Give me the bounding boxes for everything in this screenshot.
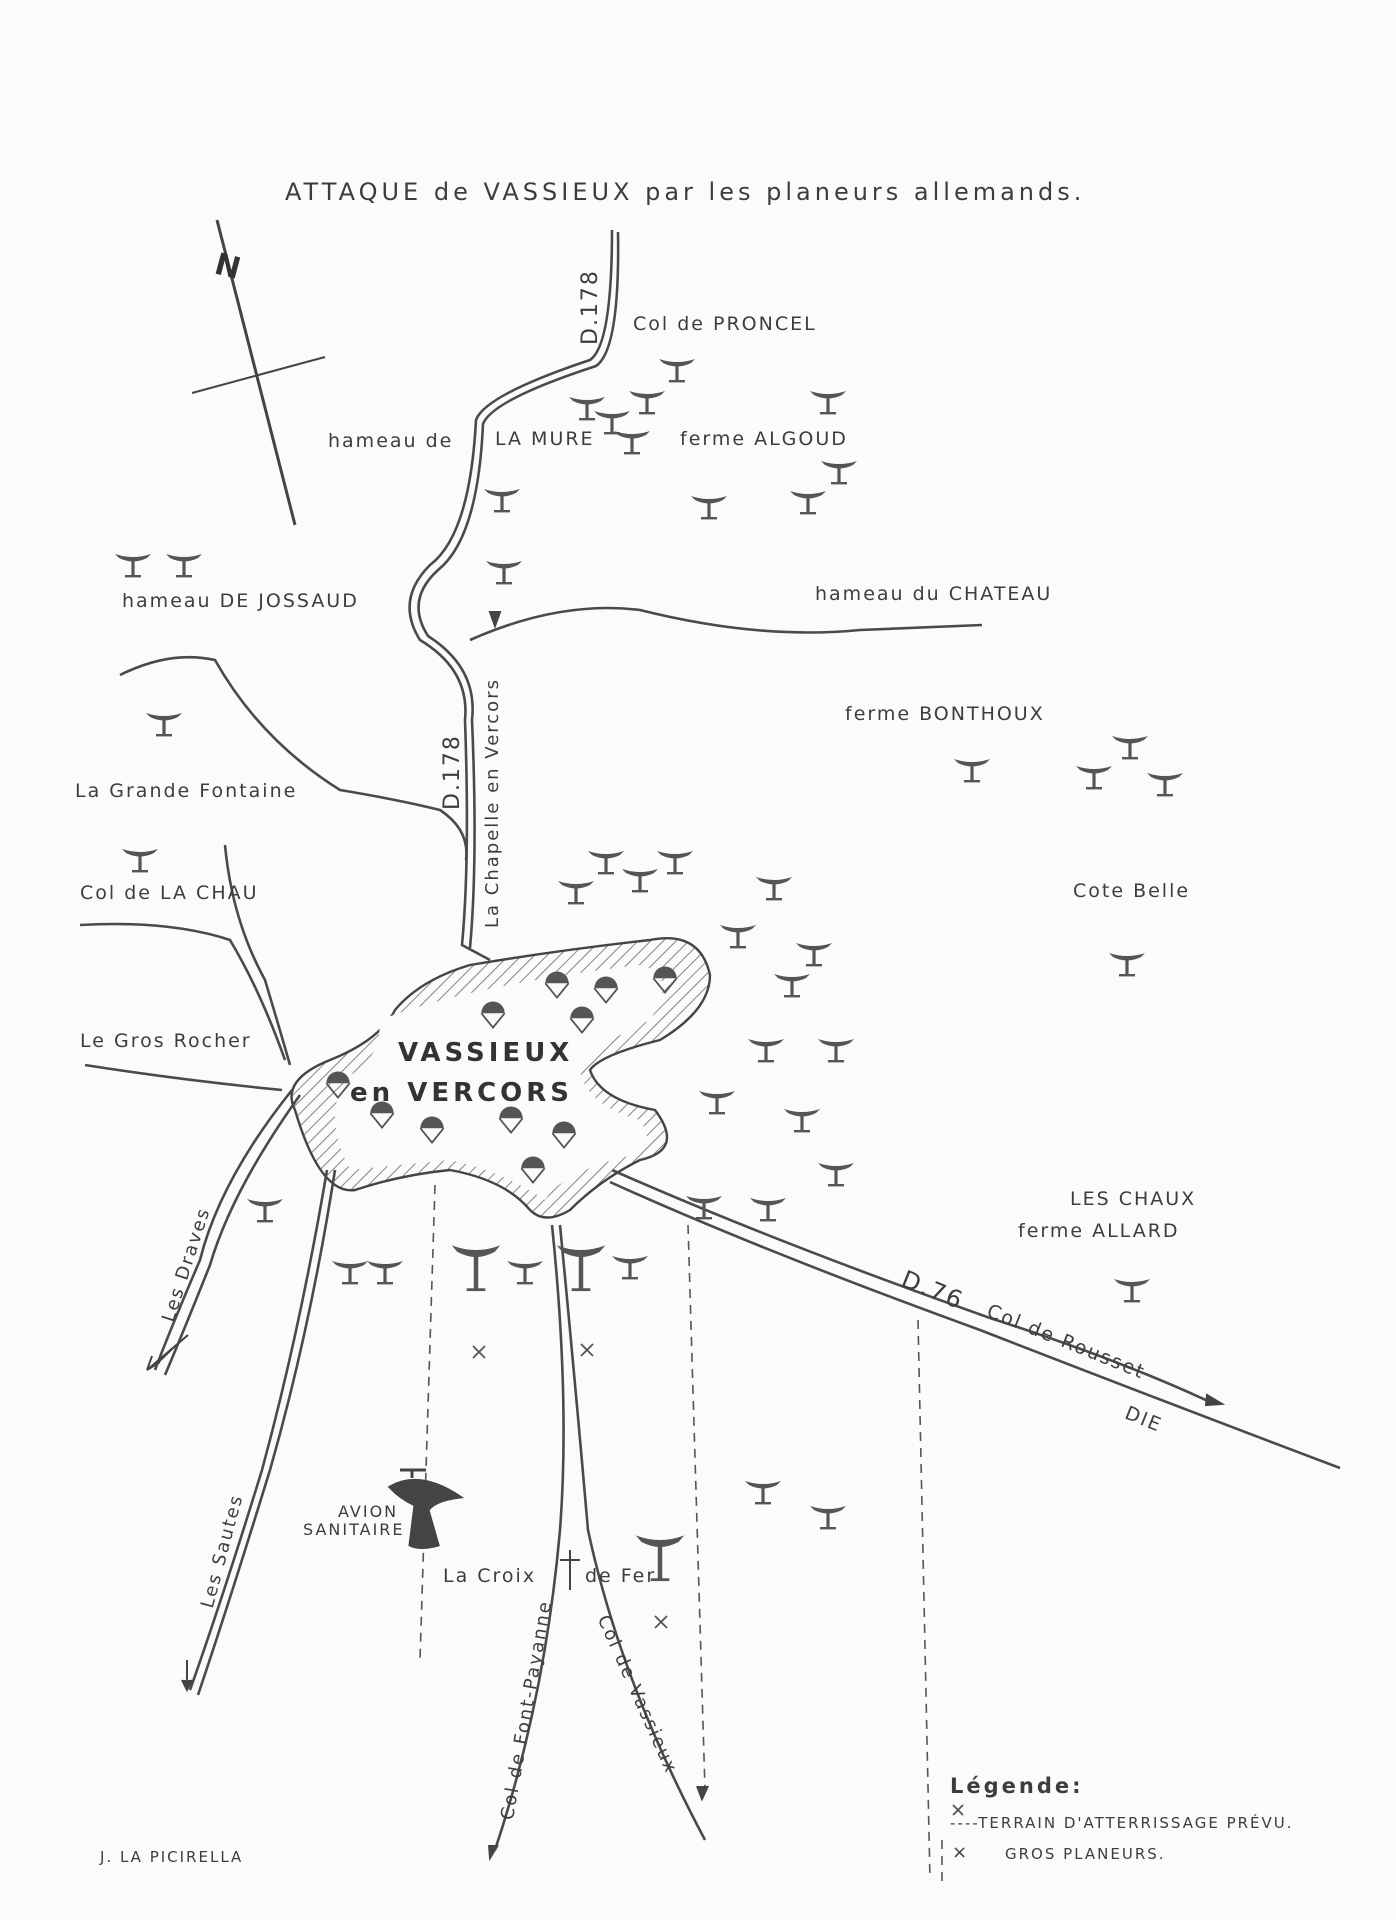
glider-icon: [748, 1039, 784, 1063]
label-chapelle: La Chapelle en Vercors: [482, 678, 503, 928]
glider-icon: [796, 943, 832, 967]
glider-icon: [122, 849, 158, 873]
label-avion: AVION: [338, 1502, 399, 1521]
glider-icon: [954, 759, 990, 783]
glider-icon: [720, 925, 756, 949]
glider-icon: [784, 1109, 820, 1133]
road-draves: [153, 1089, 294, 1371]
road-d178b: [417, 231, 620, 949]
glider-icon: [507, 1261, 543, 1285]
label-grande-fontaine: La Grande Fontaine: [75, 780, 298, 802]
glider-icon: [146, 713, 182, 737]
glider-icon: [818, 1039, 854, 1063]
glider-icon: [756, 877, 792, 901]
legend-gros: GROS PLANEURS.: [1005, 1845, 1166, 1863]
glider-icon: [1076, 766, 1112, 790]
glider-icon: [484, 489, 520, 513]
label-ferme-algoud: ferme ALGOUD: [680, 428, 848, 450]
north-arrow: [191, 219, 326, 526]
glider-icon: [166, 554, 202, 578]
legend-terrain: ----TERRAIN D'ATTERRISSAGE PRÉVU.: [950, 1814, 1294, 1832]
road-sautes: [196, 1169, 337, 1696]
avion-sanitaire-icon: [387, 1468, 465, 1549]
road-chau: [79, 922, 287, 1061]
label-jossaud: hameau DE JOSSAUD: [122, 590, 359, 612]
glider-icon: [1114, 1279, 1150, 1303]
glider-icon: [332, 1261, 368, 1285]
label-sanitaire: SANITAIRE: [303, 1520, 405, 1539]
label-ferme-bonthoux: ferme BONTHOUX: [845, 703, 1045, 725]
legend-x-mark: ×: [952, 1842, 970, 1863]
glider-icon: [115, 554, 151, 578]
label-hameau-de: hameau de: [328, 430, 454, 452]
label-en-vercors: en VERCORS: [350, 1078, 574, 1108]
road-chateau: [469, 606, 983, 642]
glider-icon: [657, 851, 693, 875]
road-rocher: [84, 1063, 283, 1092]
glider-icon: [622, 869, 658, 893]
glider-icon: [818, 1163, 854, 1187]
glider-icon: [745, 1481, 781, 1505]
road-d178: [408, 229, 614, 962]
glider-icon: [612, 1256, 648, 1280]
label-la-mure: LA MURE: [495, 428, 595, 450]
glider-icon: [1147, 773, 1183, 797]
glider-icon: [614, 431, 650, 455]
road-d76: [609, 1180, 1341, 1470]
glider-icon: [810, 391, 846, 415]
road-col-vassieux: [558, 1224, 707, 1841]
road-font-payanne: [493, 1224, 565, 1851]
glider-icon: [699, 1091, 735, 1115]
label-d178-mid: D.178: [440, 734, 465, 810]
gros-planeur-marks: [472, 1343, 964, 1816]
glider-icon: [774, 974, 810, 998]
road-arrows: [146, 611, 1226, 1862]
label-d178-top: D.178: [578, 269, 603, 345]
label-ferme-allard: ferme ALLARD: [1018, 1220, 1180, 1242]
planned-landing-lines: [419, 1184, 943, 1885]
glider-icon: [686, 1196, 722, 1220]
glider-icon: [1109, 953, 1145, 977]
label-hameau-chateau: hameau du CHATEAU: [815, 583, 1053, 605]
croix-de-fer-icon: [560, 1550, 580, 1590]
glider-icon: [247, 1199, 283, 1223]
map-title: ATTAQUE de VASSIEUX par les planeurs all…: [285, 178, 1086, 206]
glider-icon: [659, 359, 695, 383]
label-cote-belle: Cote Belle: [1073, 880, 1191, 902]
glider-icon: [750, 1198, 786, 1222]
label-gros-rocher: Le Gros Rocher: [80, 1030, 252, 1052]
glider-icon: [558, 881, 594, 905]
glider-icon: [594, 411, 630, 435]
label-col-proncel: Col de PRONCEL: [633, 313, 817, 335]
label-col-la-chau: Col de LA CHAU: [80, 882, 259, 904]
big-glider: [451, 1245, 501, 1292]
road-jossaud: [119, 655, 468, 861]
glider-icon: [691, 496, 727, 520]
legend-title: Légende:: [950, 1774, 1084, 1798]
glider-icon: [588, 851, 624, 875]
glider-icon: [790, 491, 826, 515]
glider-icon: [367, 1261, 403, 1285]
label-de-fer: de Fer: [585, 1565, 657, 1587]
glider-icon: [1112, 736, 1148, 760]
glider-icon: [486, 561, 522, 585]
label-les-chaux: LES CHAUX: [1070, 1188, 1197, 1210]
label-la-croix: La Croix: [443, 1565, 537, 1587]
author-credit: J. LA PICIRELLA: [100, 1848, 244, 1866]
glider-icon: [629, 391, 665, 415]
road-sautes-b: [188, 1169, 329, 1691]
glider-icon: [810, 1506, 846, 1530]
label-vassieux: VASSIEUX: [398, 1038, 574, 1068]
road-chau-b: [223, 844, 292, 1066]
glider-icon: [821, 461, 857, 485]
roads: [79, 229, 1341, 1851]
glider-icon: [569, 397, 605, 421]
